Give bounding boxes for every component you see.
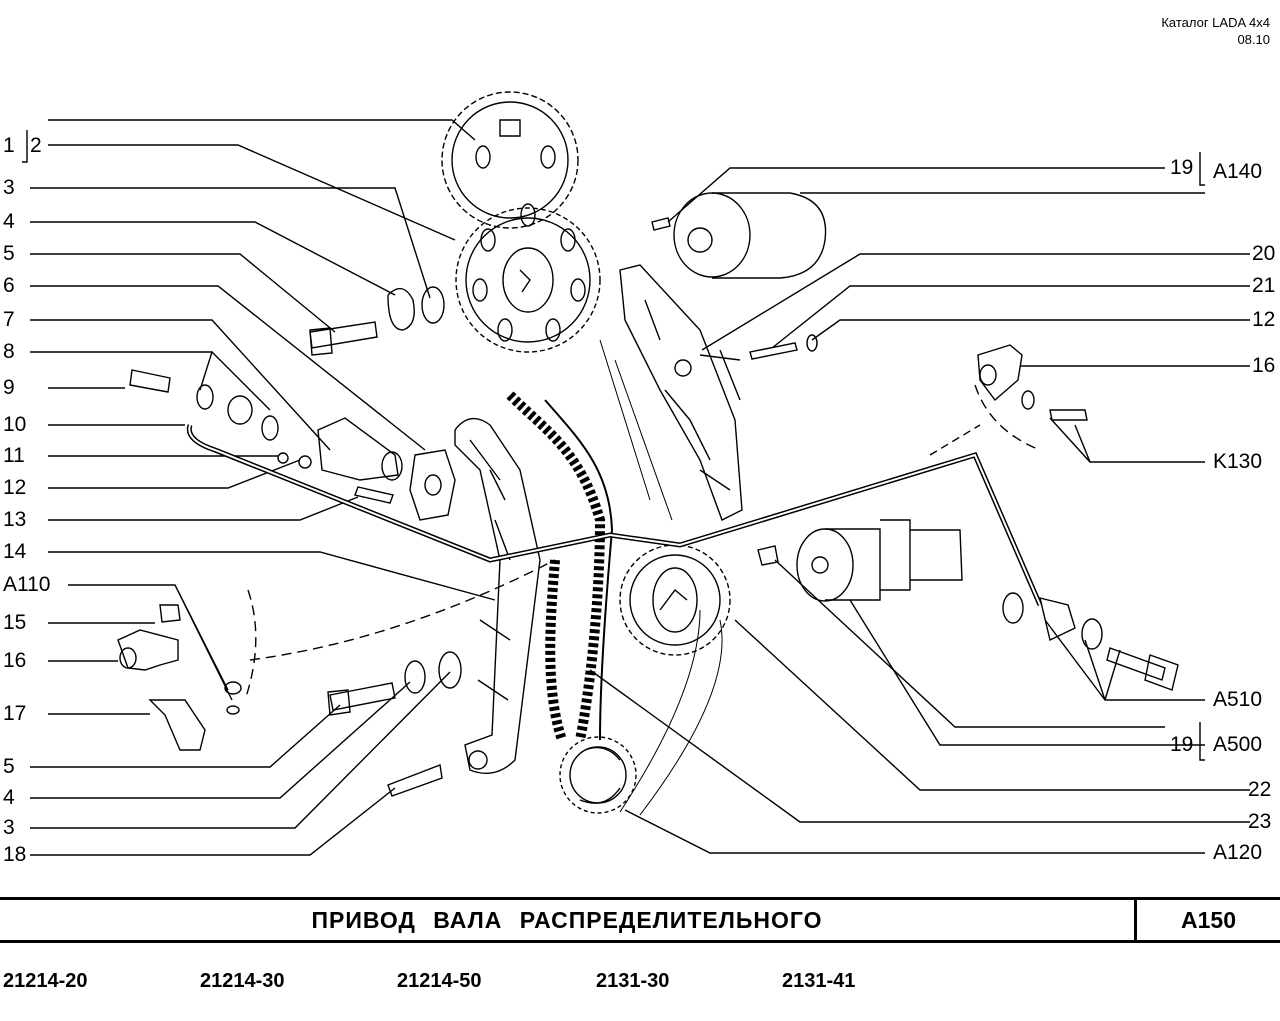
label-13: 13 [3, 508, 27, 531]
label-a500: A500 [1213, 733, 1263, 756]
label-k130: K130 [1213, 450, 1263, 473]
chain-tensioner [651, 192, 827, 279]
bolts [309, 321, 1179, 797]
model-2131-41: 2131-41 [782, 970, 856, 992]
leader-19 [667, 167, 1165, 223]
arrow-tensioner [699, 349, 741, 401]
bracket-k130 [974, 344, 1041, 451]
chain-damper [454, 417, 541, 774]
leader-a500 [849, 599, 1205, 746]
label-14: 14 [3, 540, 27, 563]
timing-chain [506, 339, 723, 816]
label-a110: A110 [3, 573, 51, 596]
model-21214-30: 21214-30 [200, 970, 285, 992]
label-15: 15 [3, 611, 27, 634]
model-21214-20: 21214-20 [3, 970, 88, 992]
label-3: 3 [3, 176, 15, 199]
title-block: ПРИВОД ВАЛА РАСПРЕДЕЛИТЕЛЬНОГО A150 [0, 897, 1280, 943]
crankshaft-sprocket [559, 736, 637, 814]
label-4: 4 [3, 210, 15, 233]
tensioner-shoe [619, 264, 743, 521]
leader-13 [48, 496, 359, 521]
leader-5 [30, 253, 336, 333]
leader-22 [734, 619, 1250, 791]
label-a510: A510 [1213, 688, 1263, 711]
leader-a510 [1044, 619, 1205, 701]
label-16-right: 16 [1252, 354, 1276, 377]
leader-4b [30, 681, 411, 799]
flange-bushing [317, 417, 456, 521]
label-22: 22 [1248, 778, 1272, 801]
model-2131-30: 2131-30 [596, 970, 670, 992]
label-19-lower: 19 [1170, 733, 1194, 756]
leader-7 [30, 319, 331, 451]
label-a140: A140 [1213, 160, 1263, 183]
leader-12r [811, 319, 1250, 341]
leader-1 [48, 119, 476, 141]
leader-12 [48, 459, 301, 489]
leader-a110 [68, 584, 233, 701]
label-23: 23 [1248, 810, 1272, 833]
oil-supply-pipe [186, 424, 1076, 642]
leader-2 [48, 144, 456, 241]
assembly-path-right [929, 424, 981, 456]
catalog-date: 08.10 [1237, 32, 1270, 47]
label-9: 9 [3, 376, 15, 399]
leader-5b [30, 704, 341, 768]
label-18: 18 [3, 843, 27, 866]
catalog-name: Каталог LADA 4x4 [1161, 15, 1270, 30]
leader-20 [701, 253, 1250, 351]
bracket-a110 [117, 589, 257, 751]
label-21: 21 [1252, 274, 1276, 297]
catalog-header: Каталог LADA 4x4 08.10 [1161, 14, 1270, 48]
label-20: 20 [1252, 242, 1276, 265]
label-3-lower: 3 [3, 816, 15, 839]
label-bracket-a140 [1199, 152, 1205, 186]
assembly-path-left [249, 559, 556, 661]
leader-23 [589, 669, 1250, 823]
label-bracket [22, 130, 28, 163]
label-19: 19 [1170, 156, 1194, 179]
exploded-parts-drawing [22, 91, 1250, 856]
drawing-code: A150 [1181, 907, 1236, 933]
camshaft-sprocket-upper [441, 91, 579, 229]
label-4-lower: 4 [3, 786, 15, 809]
leader-14 [48, 551, 496, 601]
label-8: 8 [3, 340, 15, 363]
model-21214-50: 21214-50 [397, 970, 482, 992]
leader-19b [774, 559, 1165, 728]
label-1: 1 [3, 134, 15, 157]
label-11: 11 [3, 444, 25, 467]
label-5-lower: 5 [3, 755, 15, 778]
stud [354, 486, 394, 504]
label-12: 12 [3, 476, 27, 499]
label-17: 17 [3, 702, 27, 725]
leader-k130 [1049, 417, 1205, 463]
label-6: 6 [3, 274, 15, 297]
leader-6 [30, 285, 426, 451]
leader-4 [30, 221, 396, 296]
washers [224, 286, 1103, 715]
label-7: 7 [3, 308, 15, 331]
intermediate-sprocket [619, 544, 731, 656]
leader-21 [771, 285, 1250, 349]
label-10: 10 [3, 413, 27, 436]
leader-3 [30, 187, 431, 299]
leader-a120 [624, 809, 1205, 854]
intermediate-shaft [757, 519, 963, 602]
leader-3b [30, 671, 451, 829]
label-12-right: 12 [1252, 308, 1276, 331]
leader-18 [30, 787, 396, 856]
label-5: 5 [3, 242, 15, 265]
pipe-fitting-left [129, 369, 312, 469]
leader-8 [30, 351, 271, 411]
title-divider [1134, 900, 1137, 940]
label-16: 16 [3, 649, 27, 672]
camshaft-sprocket [455, 203, 601, 353]
label-a120: A120 [1213, 841, 1263, 864]
drawing-title: ПРИВОД ВАЛА РАСПРЕДЕЛИТЕЛЬНОГО [311, 907, 823, 933]
label-bracket-a500 [1199, 722, 1205, 761]
label-2: 2 [30, 134, 42, 157]
